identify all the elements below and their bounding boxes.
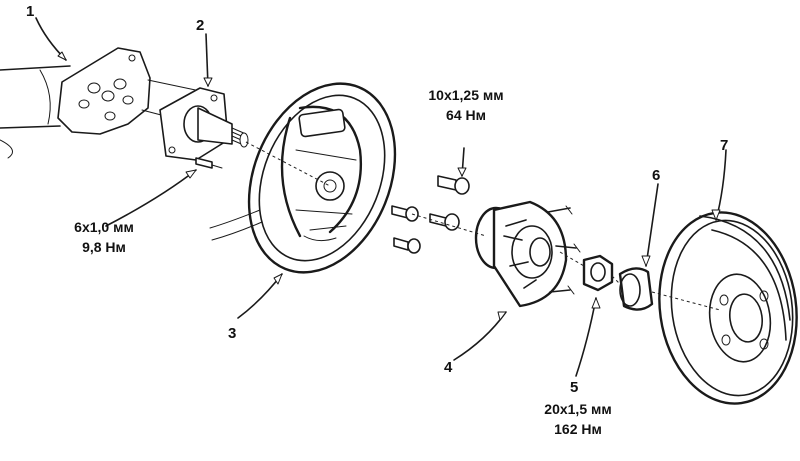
spindle: [159, 87, 249, 161]
leader-arrowheads: [57, 51, 721, 321]
backing-plate-bolts: [391, 175, 470, 254]
grease-cap: [618, 267, 654, 311]
bolt-small-size-label: 6x1,0 мм: [74, 219, 134, 235]
callout-7: 7: [720, 137, 728, 154]
callout-5: 5: [570, 379, 578, 396]
nut-torque-label: 162 Нм: [554, 421, 602, 437]
spindle-bolt: [195, 157, 223, 169]
hub-nut: [582, 254, 614, 292]
bolt-mid-torque-label: 64 Нм: [446, 107, 486, 123]
bolt-mid-size-label: 10x1,25 мм: [428, 87, 503, 103]
hub-bearing-unit: [474, 200, 581, 308]
assembly-axis-lines: [245, 141, 721, 311]
backing-plate-assembly: [209, 82, 397, 274]
axle-beam: [0, 65, 71, 159]
callout-6: 6: [652, 167, 660, 184]
callout-2: 2: [196, 17, 204, 34]
nut-size-label: 20x1,5 мм: [544, 401, 611, 417]
bolt-small-torque-label: 9,8 Нм: [82, 239, 126, 255]
callout-1: 1: [26, 3, 34, 20]
callout-4: 4: [444, 359, 453, 376]
brake-drum: [658, 211, 798, 405]
callout-3: 3: [228, 325, 236, 342]
